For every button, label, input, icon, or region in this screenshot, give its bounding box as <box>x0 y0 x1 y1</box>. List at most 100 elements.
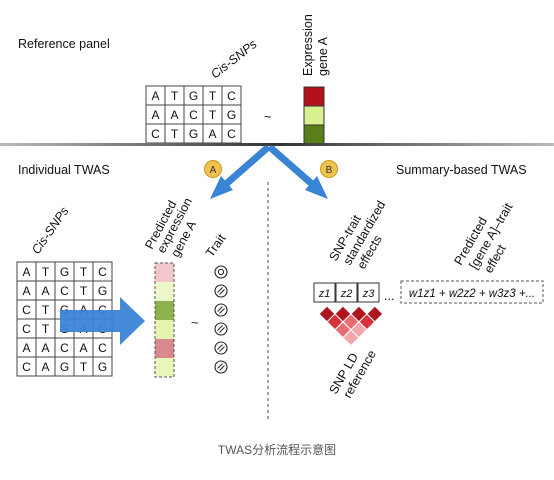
ind-cell-text: C <box>98 341 107 355</box>
ref-cell-text: G <box>189 127 198 141</box>
formula-text: w1z1 + w2z2 + w3z3 +... <box>409 288 535 300</box>
ind-cell-text: G <box>98 360 107 374</box>
ref-expression-label-line1: Expression <box>301 14 315 76</box>
ref-cell-text: T <box>209 108 217 122</box>
trait-symbol-hatch <box>219 327 225 333</box>
arrow-to-individual <box>222 145 270 188</box>
ind-cell-text: T <box>42 303 50 317</box>
predicted-expression-cell <box>155 282 174 301</box>
trait-symbol-inner <box>217 268 225 276</box>
trait-column <box>214 265 228 374</box>
ref-cell-text: G <box>227 108 236 122</box>
ref-cell-text: C <box>227 127 236 141</box>
grid-to-prediction-arrow <box>60 297 145 345</box>
ref-cell-text: T <box>209 89 217 103</box>
arrow-to-summary-head <box>305 176 328 199</box>
ref-expression-cell <box>303 124 325 145</box>
ind-cell-text: C <box>22 360 31 374</box>
ind-cell-text: T <box>80 284 88 298</box>
individual-twas-title: Individual TWAS <box>18 163 110 177</box>
trait-symbol-hatch <box>219 346 225 352</box>
trait-symbol <box>214 322 228 336</box>
predicted-expression-cell <box>155 320 174 339</box>
ref-cell-text: A <box>208 127 216 141</box>
trait-symbol-hatch <box>217 306 223 312</box>
trait-symbol <box>214 360 228 374</box>
predicted-expression-cell <box>155 339 174 358</box>
ind-cell-text: A <box>41 341 49 355</box>
ref-cell-text: C <box>151 127 160 141</box>
trait-symbol <box>214 303 228 317</box>
ref-cell-text: G <box>189 89 198 103</box>
trait-symbol-hatch <box>219 289 225 295</box>
ref-cell-text: A <box>170 108 178 122</box>
trait-symbol-hatch <box>217 287 223 293</box>
ref-cell-text: A <box>151 89 159 103</box>
ref-cell-text: A <box>151 108 159 122</box>
badge-b-label: B <box>326 165 333 176</box>
predicted-expression-cell <box>155 263 174 282</box>
badge-a: A <box>204 160 222 178</box>
section-divider <box>0 143 554 146</box>
ind-cell-text: A <box>22 284 30 298</box>
trait-symbol-hatch <box>217 325 223 331</box>
trait-symbol <box>214 341 228 355</box>
z-box <box>357 282 380 303</box>
ref-cis-snps-label: Cis-SNPs <box>208 37 259 81</box>
trait-symbol <box>214 284 228 298</box>
trait-symbol-hatch <box>217 363 223 369</box>
summary-twas-title: Summary-based TWAS <box>396 163 527 177</box>
arrow-to-individual-head <box>210 176 233 199</box>
trait-symbol-hatch <box>219 365 225 371</box>
predicted-expression-cell <box>155 301 174 320</box>
ind-cell-text: A <box>22 341 30 355</box>
ref-cell-text: T <box>171 127 179 141</box>
reference-tilde: ~ <box>264 110 271 124</box>
figure-caption: TWAS分析流程示意图 <box>217 443 337 457</box>
predicted-expression-column <box>154 262 175 378</box>
z-box-label: z2 <box>340 288 353 300</box>
badge-b: B <box>320 160 338 178</box>
ind-cell-text: A <box>41 360 49 374</box>
ind-cell-text: A <box>22 265 30 279</box>
ld-cell <box>342 329 360 347</box>
predicted-expression-cell <box>155 358 174 377</box>
trait-symbol-hatch <box>219 308 225 314</box>
ind-cell <box>92 356 113 377</box>
reference-panel-title: Reference panel <box>18 37 110 51</box>
ref-expression-cell <box>303 105 325 126</box>
z-box <box>313 282 336 303</box>
ind-cell-text: C <box>98 265 107 279</box>
ref-cell-text: C <box>227 89 236 103</box>
ind-cis-snps-label: Cis-SNPs <box>29 204 72 256</box>
z-ellipsis: ... <box>384 289 394 303</box>
ref-expression-label-line2: gene A <box>316 36 330 76</box>
reference-expression-column <box>303 86 325 145</box>
ind-cell-text: T <box>42 322 50 336</box>
ind-cell-text: C <box>60 341 69 355</box>
ind-cell-text: T <box>80 265 88 279</box>
z-box-label: z3 <box>362 288 376 300</box>
ind-cell-text: C <box>22 322 31 336</box>
ind-cell-text: T <box>80 360 88 374</box>
ind-cell-text: C <box>60 284 69 298</box>
ind-cell-text: G <box>60 360 69 374</box>
ind-cell-text: A <box>79 341 87 355</box>
ind-cell-text: G <box>98 284 107 298</box>
z-box <box>335 282 358 303</box>
ref-cell-text: C <box>189 108 198 122</box>
ld-triangle <box>318 305 384 347</box>
arrow-to-summary <box>268 145 316 188</box>
formula-box <box>400 280 544 304</box>
predicted-expression-frame <box>154 262 175 378</box>
ref-cell-text: T <box>171 89 179 103</box>
trait-symbol <box>214 265 228 279</box>
ind-cell-text: T <box>42 265 50 279</box>
ind-cell-text: G <box>60 265 69 279</box>
ind-cell-text: A <box>41 284 49 298</box>
ind-cell-text: C <box>22 303 31 317</box>
